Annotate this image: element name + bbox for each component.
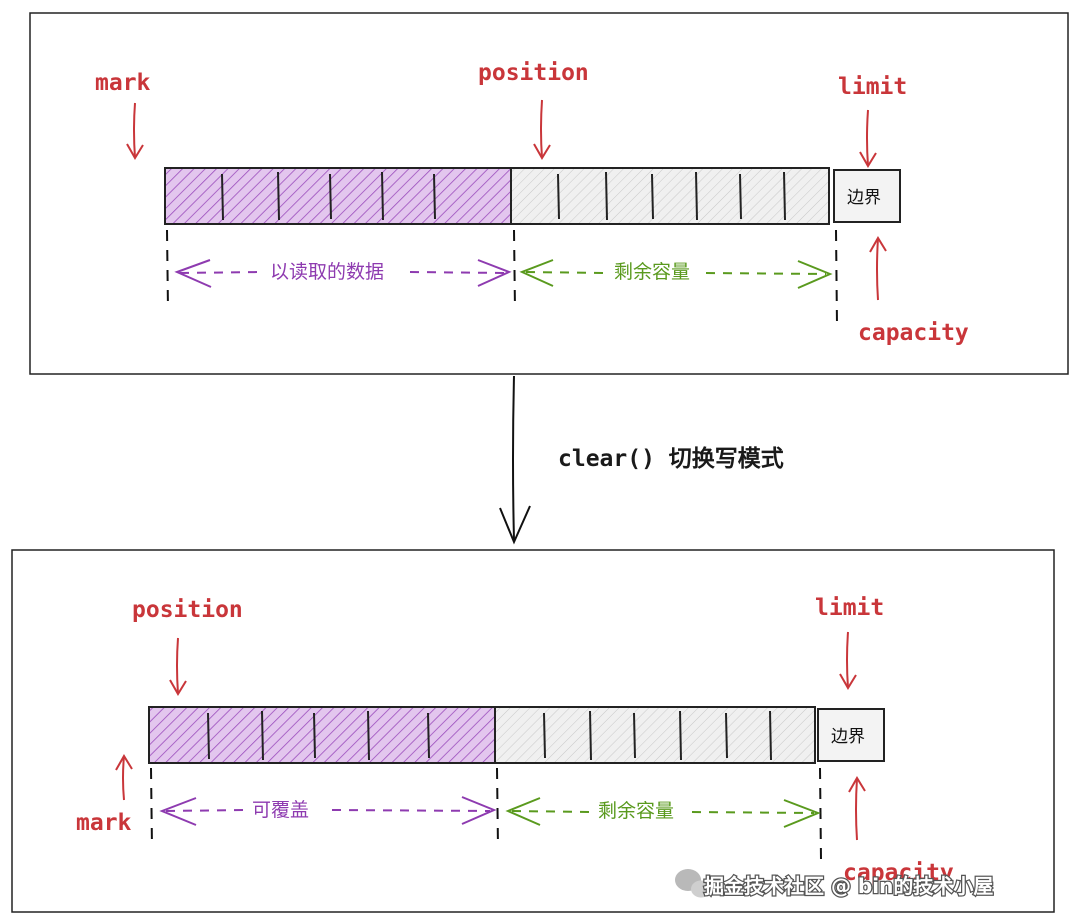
top-remaining-segment (510, 167, 830, 225)
bottom-guides (150, 767, 822, 861)
bottom-mark-arrow (115, 754, 133, 801)
top-remaining-range-label: 剩余容量 (614, 261, 690, 283)
bottom-position-arrow (169, 637, 187, 696)
bottom-position-label: position (132, 597, 243, 623)
top-read-range-label: 以读取的数据 (270, 261, 384, 283)
top-limit-label: limit (838, 74, 907, 100)
bottom-limit-label: limit (815, 595, 884, 621)
top-remaining-range-arrow (519, 259, 833, 289)
top-guides (166, 229, 838, 326)
bottom-capacity-label: capacity (843, 860, 954, 886)
bottom-cell-dividers (207, 710, 772, 761)
bottom-overwritable-range-arrow (159, 796, 497, 826)
top-capacity-arrow (869, 236, 887, 301)
top-boundary-label: 边界 (847, 188, 881, 208)
watermark-text: 掘金技术社区 @ bin的技术小屋 (704, 874, 993, 898)
bottom-remaining-segment (494, 706, 816, 764)
top-limit-arrow (859, 109, 877, 168)
top-cell-dividers (221, 171, 786, 221)
top-mark-label: mark (95, 70, 151, 96)
top-panel: mark position limit capacity (29, 12, 1069, 375)
bottom-boundary-box (817, 708, 885, 762)
bottom-limit-arrow (839, 631, 857, 690)
bottom-panel: position limit mark capacity (11, 549, 1055, 913)
bottom-capacity-arrow (848, 776, 866, 841)
transition-label: clear() 切换写模式 (558, 445, 784, 472)
bottom-overwritable-segment (148, 706, 496, 764)
top-mark-arrow (126, 102, 144, 160)
bottom-remaining-range-arrow (505, 797, 821, 828)
transition-arrow (499, 375, 531, 545)
bottom-boundary-label: 边界 (831, 727, 865, 747)
bottom-mark-label: mark (76, 810, 132, 836)
top-position-arrow (533, 99, 551, 160)
top-position-label: position (478, 60, 589, 86)
top-capacity-label: capacity (858, 320, 969, 346)
bottom-remaining-range-label: 剩余容量 (598, 800, 674, 822)
watermark: 掘金技术社区 @ bin的技术小屋 (675, 869, 995, 899)
wechat-icon (675, 869, 711, 898)
top-read-segment (164, 167, 512, 225)
bottom-overwritable-label: 可覆盖 (252, 799, 309, 821)
top-read-range-arrow (174, 259, 512, 288)
top-boundary-box (833, 169, 901, 223)
